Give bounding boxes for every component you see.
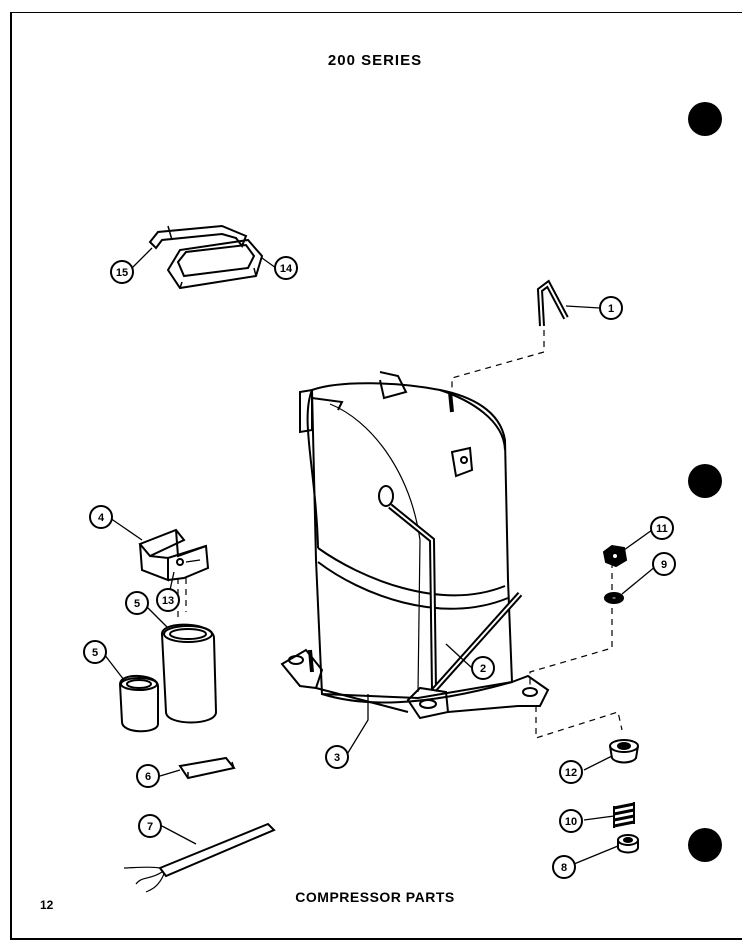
binder-hole-top bbox=[688, 102, 722, 136]
callout-5-upper: 5 bbox=[125, 591, 149, 615]
callout-13: 13 bbox=[156, 588, 180, 612]
callout-leaders bbox=[103, 247, 657, 865]
binder-hole-middle bbox=[688, 464, 722, 498]
callout-11: 11 bbox=[650, 516, 674, 540]
callout-5-lower: 5 bbox=[83, 640, 107, 664]
part-1-tube bbox=[536, 279, 569, 327]
dashed-leaders bbox=[177, 330, 623, 739]
svg-text:8: 8 bbox=[561, 862, 567, 874]
svg-text:12: 12 bbox=[565, 767, 577, 779]
svg-text:9: 9 bbox=[661, 559, 667, 571]
part-9-washer bbox=[604, 592, 624, 604]
binder-hole-bottom bbox=[688, 828, 722, 862]
callout-7: 7 bbox=[138, 814, 162, 838]
callout-2: 2 bbox=[471, 656, 495, 680]
part-6-relay bbox=[178, 756, 236, 780]
svg-text:1: 1 bbox=[608, 303, 614, 315]
callout-9: 9 bbox=[652, 552, 676, 576]
part-11-nut bbox=[602, 544, 628, 568]
svg-text:10: 10 bbox=[565, 816, 577, 828]
svg-text:7: 7 bbox=[147, 821, 153, 833]
callout-15: 15 bbox=[110, 260, 134, 284]
callout-12: 12 bbox=[559, 760, 583, 784]
callout-4: 4 bbox=[89, 505, 113, 529]
callout-14: 14 bbox=[274, 256, 298, 280]
svg-text:13: 13 bbox=[162, 595, 174, 607]
svg-text:15: 15 bbox=[116, 267, 128, 279]
svg-text:6: 6 bbox=[145, 771, 151, 783]
part-5-capacitor-large bbox=[160, 623, 218, 724]
svg-text:2: 2 bbox=[480, 663, 486, 675]
part-12-grommet bbox=[609, 739, 639, 764]
callout-6: 6 bbox=[136, 764, 160, 788]
section-title: COMPRESSOR PARTS bbox=[295, 889, 455, 905]
part-5-capacitor-small bbox=[118, 675, 159, 733]
page-number: 12 bbox=[40, 898, 54, 912]
part-10-spring bbox=[613, 802, 635, 828]
part-7-harness bbox=[123, 822, 276, 893]
page-title: 200 SERIES bbox=[327, 52, 423, 69]
svg-text:5: 5 bbox=[92, 647, 98, 659]
part-8-sleeve bbox=[617, 834, 639, 854]
callout-10: 10 bbox=[559, 809, 583, 833]
svg-text:11: 11 bbox=[656, 523, 668, 535]
page-border bbox=[10, 12, 742, 940]
callout-3: 3 bbox=[325, 745, 349, 769]
part-15-gasket bbox=[148, 224, 248, 250]
svg-text:3: 3 bbox=[334, 752, 340, 764]
svg-text:5: 5 bbox=[134, 598, 140, 610]
callout-1: 1 bbox=[599, 296, 623, 320]
part-14-muffler bbox=[166, 238, 264, 290]
svg-text:4: 4 bbox=[98, 512, 105, 524]
svg-text:14: 14 bbox=[280, 263, 293, 275]
callout-8: 8 bbox=[552, 855, 576, 879]
compressor-body bbox=[280, 371, 550, 720]
part-4-terminal-cover bbox=[138, 528, 210, 582]
